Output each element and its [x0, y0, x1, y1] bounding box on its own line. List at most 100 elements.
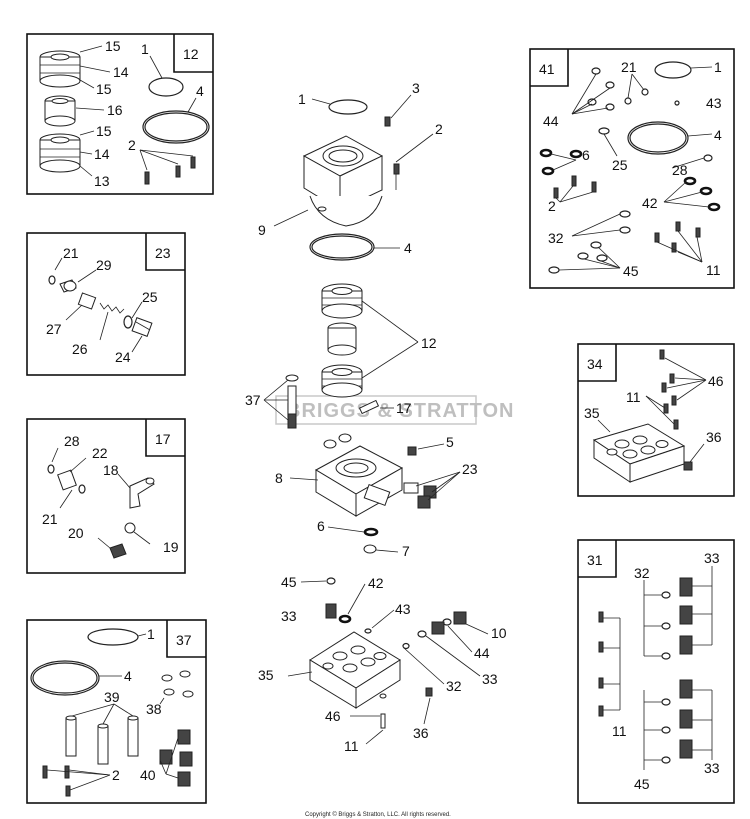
main-label-42: 42: [368, 575, 384, 591]
kit-41-label-28: 28: [672, 162, 688, 178]
kit-23-label-27: 27: [46, 321, 62, 337]
main-label-8: 8: [275, 470, 283, 486]
kit-23-label-25: 25: [142, 289, 158, 305]
main-label-36: 36: [413, 725, 429, 741]
kit-31-label-33a: 33: [704, 550, 720, 566]
kit-23-label-26: 26: [72, 341, 88, 357]
main-label-35: 35: [258, 667, 274, 683]
kit-23-label-24: 24: [115, 349, 131, 365]
kit-17-box: 17 28 22 18 21 20 19: [26, 418, 186, 574]
kit-23-label-29: 29: [96, 257, 112, 273]
copyright-notice: Copyright © Briggs & Stratton, LLC. All …: [305, 811, 451, 818]
bolt-2: [393, 163, 400, 175]
main-label-11: 11: [344, 738, 359, 754]
screws: [659, 349, 679, 430]
screws: [553, 175, 701, 253]
main-label-10: 10: [491, 625, 507, 641]
main-label-33a: 33: [281, 608, 297, 624]
kit-37-label-38: 38: [146, 701, 162, 717]
main-label-23: 23: [462, 461, 478, 477]
main-label-17: 17: [396, 400, 412, 416]
kit-12-label-14a: 14: [113, 64, 129, 80]
kit-12-label-2: 2: [128, 137, 136, 153]
kit-23-number: 23: [155, 245, 171, 261]
kit-41-label-11: 11: [706, 262, 721, 278]
main-label-5: 5: [446, 434, 454, 450]
kit-31-label-45: 45: [634, 776, 650, 792]
unloader-valve: [358, 399, 380, 415]
kit-17-label-19: 19: [163, 539, 179, 555]
kit-23-label-21: 21: [63, 245, 79, 261]
kit-41-number: 41: [539, 61, 555, 77]
fitting-5: [407, 446, 417, 456]
o-ring-top: [328, 99, 368, 115]
kit-31-label-11: 11: [612, 723, 627, 739]
main-label-33b: 33: [482, 671, 498, 687]
kit-23-box: 23 21 29 25 27 26 24: [26, 232, 186, 376]
kit-41-label-45: 45: [623, 263, 639, 279]
kit-12-label-15a: 15: [105, 38, 121, 54]
screws: [144, 156, 196, 185]
crankcase-housing: [302, 135, 384, 227]
main-label-7: 7: [402, 543, 410, 559]
spacer-ring: [44, 95, 76, 127]
kit-41-label-1: 1: [714, 59, 722, 75]
kit-41-label-42: 42: [642, 195, 658, 211]
springs: [159, 729, 193, 787]
watermark: BRIGGS & STRATTON: [286, 400, 514, 422]
bolt-3: [384, 116, 391, 127]
kit-41-label-6: 6: [582, 147, 590, 163]
check-valves-23: [403, 482, 437, 509]
kit-17-number: 17: [155, 431, 171, 447]
kit-31-number: 31: [587, 552, 603, 568]
kit-41-label-2: 2: [548, 198, 556, 214]
screws: [598, 611, 604, 717]
kit-31-label-32: 32: [634, 565, 650, 581]
kit-41-label-4: 4: [714, 127, 722, 143]
bearing-stack-lower: [39, 133, 81, 173]
valve-cartridges-lower: [661, 679, 693, 764]
kit-34-label-36: 36: [706, 429, 722, 445]
side-valve-stack: [402, 611, 467, 650]
kit-37-box: 37: [26, 619, 207, 804]
valve-head-lower: [309, 631, 401, 709]
kit-17-label-28: 28: [64, 433, 80, 449]
kit-41-box: 41: [529, 48, 735, 289]
kit-37-label-40: 40: [140, 767, 156, 783]
plug-36: [425, 687, 433, 697]
main-label-3: 3: [412, 80, 420, 96]
kit-41-label-43: 43: [706, 95, 722, 111]
main-label-45: 45: [281, 574, 297, 590]
kit-34-box: 34 46 11 35 36: [577, 343, 735, 497]
valve-head: [592, 423, 686, 483]
kit-12-label-4: 4: [196, 83, 204, 99]
main-exploded-view: BRIGGS & STRATTON: [245, 80, 514, 754]
main-label-6: 6: [317, 518, 325, 534]
bolt-11: [380, 713, 386, 729]
kit-12-label-15b: 15: [96, 81, 112, 97]
pump-manifold: [314, 433, 404, 517]
kit-41-label-44: 44: [543, 113, 559, 129]
o-ring-6: [363, 527, 379, 537]
kit-41-label-25: 25: [612, 157, 628, 173]
kit-37-number: 37: [176, 632, 192, 648]
kit-34-label-11: 11: [626, 389, 641, 405]
kit-41-label-32: 32: [548, 230, 564, 246]
cartridge-33: [325, 603, 337, 619]
kit-31-box: 31 33 32 11 45: [577, 539, 735, 804]
plug-7: [363, 544, 377, 554]
plunger-set: [285, 374, 299, 429]
kit-17-label-18: 18: [103, 462, 119, 478]
kit-37-label-1: 1: [147, 626, 155, 642]
retainers: [161, 670, 194, 698]
screws: [42, 765, 71, 797]
main-label-12: 12: [421, 335, 437, 351]
kit-12-label-15c: 15: [96, 123, 112, 139]
main-label-43: 43: [395, 601, 411, 617]
main-label-9: 9: [258, 222, 266, 238]
kit-17-label-20: 20: [68, 525, 84, 541]
plungers: [65, 715, 139, 765]
black-o-rings: [539, 148, 721, 212]
kit-37-label-2: 2: [112, 767, 120, 783]
